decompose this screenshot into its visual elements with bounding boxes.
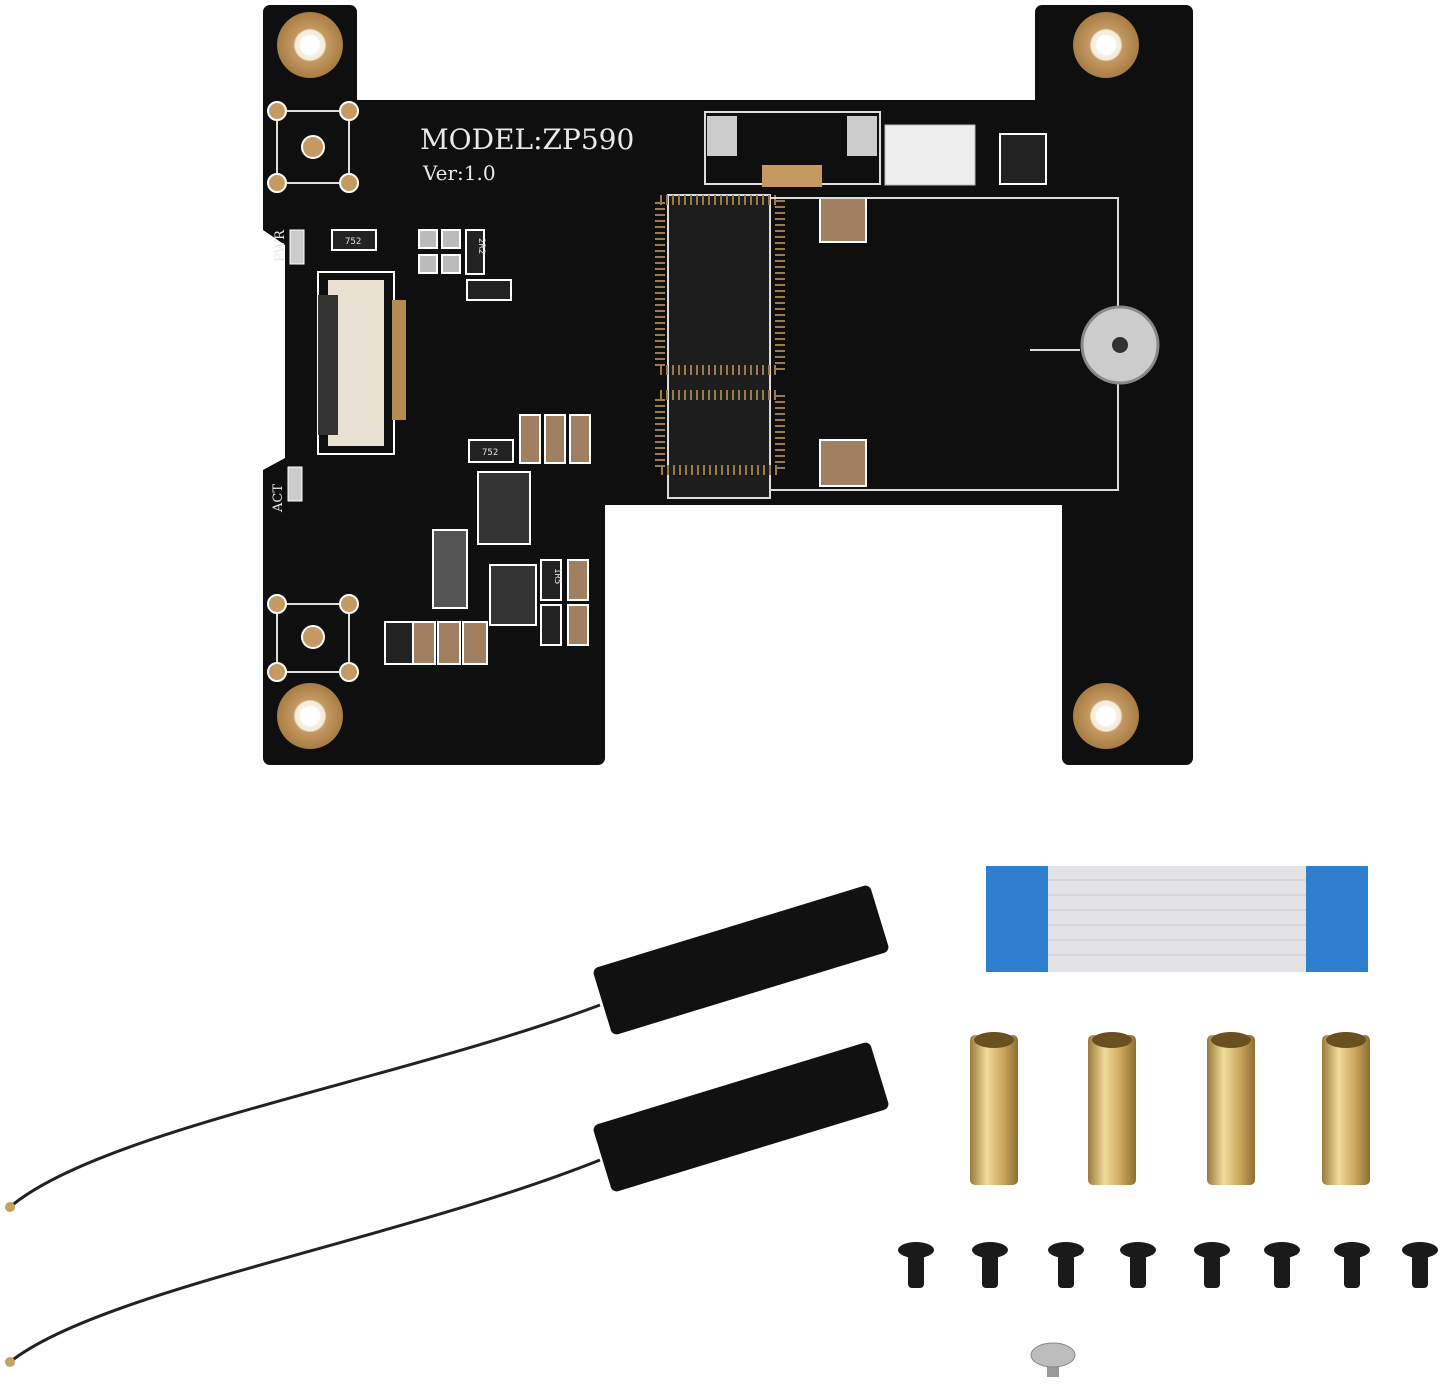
component-mark: 2R2 — [476, 238, 486, 254]
m2-slot — [655, 194, 1160, 499]
screw — [972, 1242, 1008, 1288]
screw — [1048, 1242, 1084, 1288]
button-footprint — [267, 101, 359, 682]
version-label: Ver:1.0 — [422, 161, 496, 185]
component-mark: 752 — [345, 237, 361, 247]
mounting-hole — [277, 12, 343, 78]
screw — [1402, 1242, 1438, 1288]
smd-components — [331, 133, 1047, 665]
act-label: ACT — [271, 484, 286, 513]
mounting-hole — [277, 683, 343, 749]
small-silver-screw — [1030, 1342, 1076, 1377]
ribbon-cable — [986, 866, 1368, 972]
component-mark: 1R5 — [552, 568, 562, 584]
screw — [1264, 1242, 1300, 1288]
pcb-board: MODEL:ZP590 Ver:1.0 PWR ACT — [263, 5, 1193, 765]
component-mark: 752 — [482, 448, 498, 458]
pwr-led — [289, 229, 305, 265]
brass-standoff — [1207, 1032, 1255, 1185]
screw — [1120, 1242, 1156, 1288]
model-label: MODEL:ZP590 — [420, 123, 634, 156]
brass-standoff — [1088, 1032, 1136, 1185]
antenna — [5, 1042, 889, 1367]
screw — [898, 1242, 934, 1288]
fan-connector — [704, 111, 976, 187]
brass-standoff — [970, 1032, 1018, 1185]
antenna — [5, 885, 889, 1212]
pwr-label: PWR — [273, 229, 288, 262]
fpc-connector — [317, 271, 406, 455]
brass-standoff — [1322, 1032, 1370, 1185]
screw — [1334, 1242, 1370, 1288]
mounting-hole — [1073, 683, 1139, 749]
mounting-hole — [1073, 12, 1139, 78]
act-led — [287, 466, 303, 502]
screw — [1194, 1242, 1230, 1288]
